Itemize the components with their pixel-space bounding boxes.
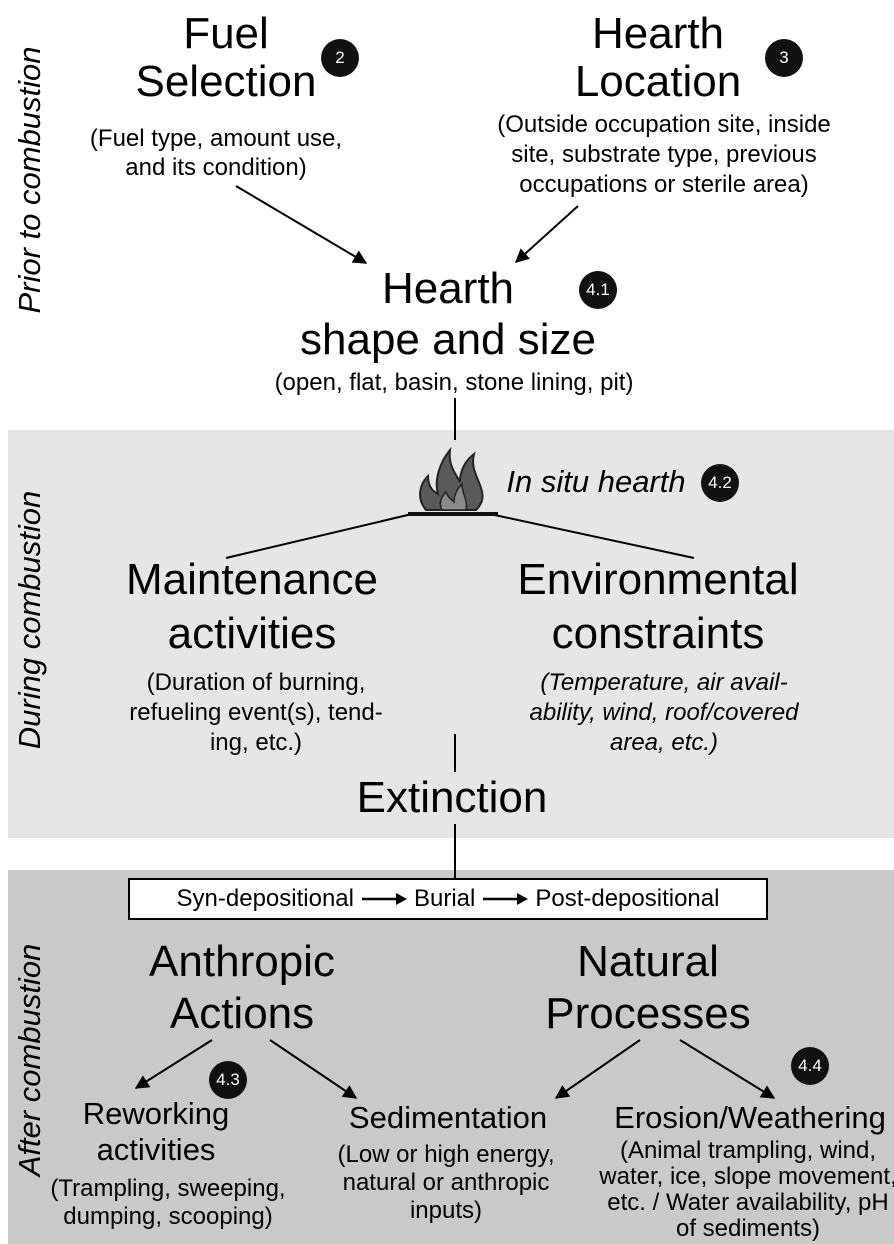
fire-icon (408, 446, 498, 516)
hearth-shape-title-line2: shape and size (300, 315, 596, 364)
extinction-title: Extinction (356, 773, 548, 822)
step-badge-4-2: 4.2 (701, 464, 739, 502)
reworking-desc-line2: dumping, scooping) (63, 1203, 273, 1230)
reworking-title-line2: activities (96, 1132, 216, 1167)
environmental-desc-line1: (Temperature, air avail- (540, 669, 788, 696)
phase-label-during: During combustion (12, 490, 47, 750)
right-arrow-icon (361, 893, 407, 905)
maintenance-title-line1: Maintenance (126, 555, 378, 604)
environmental-title-line1: Environmental (517, 555, 799, 604)
maintenance-title-line2: activities (167, 609, 337, 658)
arrow-natural-to-sedimentation (554, 1039, 641, 1099)
step-badge-4-4: 4.4 (791, 1047, 829, 1085)
step-badge-4-1: 4.1 (579, 271, 617, 309)
sedimentation-desc-line1: (Low or high energy, (337, 1141, 555, 1168)
after-combustion-band (8, 870, 894, 1244)
line-hearth-to-environment (489, 513, 695, 559)
hearth-location-desc-line3: occupations or sterile area) (519, 171, 809, 198)
erosion-desc-line1: (Animal trampling, wind, (619, 1137, 877, 1164)
hearth-shape-desc: (open, flat, basin, stone lining, pit) (274, 369, 634, 396)
maintenance-desc-line1: (Duration of burning, (146, 669, 366, 696)
natural-title-line1: Natural (577, 937, 719, 986)
step-badge-3: 3 (765, 39, 803, 77)
deposition-sequence-box: Syn-depositional Burial Post-depositiona… (128, 878, 768, 920)
sedimentation-desc-line2: natural or anthropic (342, 1169, 550, 1196)
sedimentation-title: Sedimentation (348, 1100, 548, 1135)
in-situ-hearth-label: In situ hearth (506, 464, 686, 499)
step-badge-4-3: 4.3 (209, 1061, 247, 1099)
hearth-location-title-line1: Hearth (591, 9, 725, 58)
fuel-selection-desc-line1: (Fuel type, amount use, (89, 125, 343, 152)
natural-title-line2: Processes (545, 989, 751, 1038)
hearth-location-desc-line1: (Outside occupation site, inside (497, 111, 831, 138)
hearth-location-desc-line2: site, substrate type, previous (511, 141, 817, 168)
maintenance-desc-line3: ing, etc.) (209, 729, 303, 756)
environmental-desc-line3: area, etc.) (609, 729, 719, 756)
flow-step-burial: Burial (413, 885, 476, 912)
phase-label-after: After combustion (12, 943, 47, 1177)
fuel-selection-title-line1: Fuel (183, 9, 269, 58)
step-badge-2: 2 (321, 39, 359, 77)
anthropic-title-line2: Actions (169, 989, 315, 1038)
environmental-title-line2: constraints (551, 609, 765, 658)
hearth-location-title-line2: Location (574, 57, 742, 106)
arrow-fuel-to-shape (235, 185, 368, 264)
reworking-desc-line1: (Trampling, sweeping, (50, 1175, 286, 1202)
arrow-natural-to-erosion (679, 1039, 776, 1099)
fuel-selection-desc-line2: and its condition) (125, 154, 307, 181)
arrow-anthropic-to-reworking (134, 1039, 213, 1089)
erosion-title: Erosion/Weathering (614, 1100, 886, 1135)
reworking-title-line1: Reworking (82, 1096, 230, 1131)
erosion-desc-line3: etc. / Water availability, pH (607, 1189, 889, 1216)
hearth-shape-title-line1: Hearth (381, 264, 515, 313)
erosion-desc-line2: water, ice, slope movement, (599, 1163, 894, 1190)
fuel-selection-title-line2: Selection (135, 57, 317, 106)
right-arrow-icon (483, 893, 529, 905)
sedimentation-desc-line3: inputs) (409, 1197, 483, 1224)
environmental-desc-line2: ability, wind, roof/covered (529, 699, 799, 726)
maintenance-desc-line2: refueling event(s), tend- (129, 699, 383, 726)
line-hearth-to-maintenance (225, 513, 413, 559)
erosion-desc-line4: of sediments) (675, 1215, 821, 1242)
phase-label-prior: Prior to combustion (12, 46, 47, 314)
anthropic-title-line1: Anthropic (149, 937, 335, 986)
arrow-location-to-shape (514, 205, 579, 263)
flow-step-syn-depositional: Syn-depositional (176, 885, 354, 912)
arrow-anthropic-to-sedimentation (269, 1039, 358, 1099)
flow-step-post-depositional: Post-depositional (535, 885, 720, 912)
